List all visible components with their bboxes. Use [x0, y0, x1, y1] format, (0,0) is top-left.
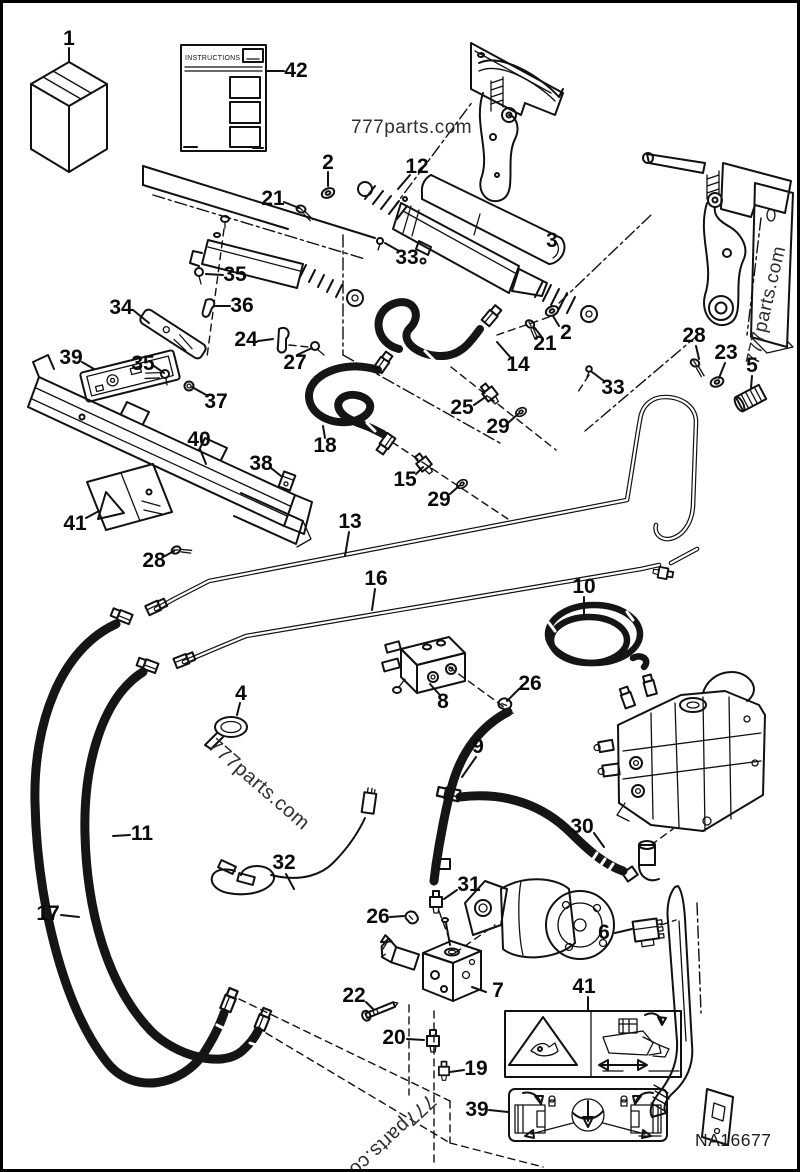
part-label-32: 32 — [272, 851, 296, 874]
decal-41-left — [86, 463, 173, 531]
part-label-20: 20 — [382, 1026, 406, 1049]
shipping-box — [30, 61, 108, 173]
part-label-39: 39 — [465, 1098, 489, 1121]
part-label-19: 19 — [464, 1057, 488, 1080]
part-label-23: 23 — [714, 341, 738, 364]
part-label-41: 41 — [63, 512, 87, 535]
watermark: 777parts.com — [351, 117, 473, 138]
part-label-10: 10 — [572, 575, 596, 598]
hardware-fasteners — [160, 185, 768, 562]
part-label-29: 29 — [427, 488, 451, 511]
part-label-26: 26 — [366, 905, 390, 928]
part-label-33: 33 — [601, 376, 625, 399]
hose-9 — [403, 707, 513, 926]
frame-rail — [142, 165, 376, 239]
part-label-15: 15 — [393, 468, 417, 491]
part-label-31: 31 — [457, 873, 481, 896]
part-label-11: 11 — [130, 822, 154, 845]
hydraulic-cylinder-12 — [357, 181, 598, 323]
hose-14 — [374, 298, 504, 363]
hose-30 — [435, 784, 660, 883]
parts-diagram-canvas: INSTRUCTIONS — [27, 42, 794, 1168]
part-label-38: 38 — [249, 452, 273, 475]
coiled-hose-10 — [544, 601, 650, 671]
part-label-6: 6 — [598, 921, 610, 944]
part-label-4: 4 — [235, 682, 247, 705]
part-label-36: 36 — [230, 294, 254, 317]
decal-34 — [139, 308, 207, 360]
grip-5 — [733, 383, 768, 413]
tube-3 — [420, 174, 566, 265]
hose-11 — [80, 655, 274, 1064]
part-label-30: 30 — [570, 815, 594, 838]
part-label-22: 22 — [342, 984, 366, 1007]
part-label-13: 13 — [338, 510, 362, 533]
hose-17 — [30, 606, 240, 1088]
instructions-title: INSTRUCTIONS — [185, 55, 240, 62]
part-label-17: 17 — [36, 902, 60, 925]
part-label-35: 35 — [131, 352, 155, 375]
part-label-27: 27 — [283, 351, 307, 374]
instructions-sheet: INSTRUCTIONS — [180, 44, 267, 152]
part-label-8: 8 — [437, 690, 449, 713]
part-label-12: 12 — [405, 155, 429, 178]
lift-cylinder-left — [189, 232, 364, 307]
tube-13 — [144, 394, 699, 617]
bolt-22 — [361, 1001, 399, 1022]
decal-41-bottom — [504, 1010, 682, 1078]
control-valve — [593, 671, 766, 832]
leader-lines — [60, 47, 753, 1113]
part-label-37: 37 — [204, 390, 228, 413]
decal-39-bottom — [508, 1088, 668, 1142]
part-label-9: 9 — [472, 735, 484, 758]
part-label-14: 14 — [506, 353, 530, 376]
clamp-4 — [204, 716, 248, 750]
latch-bracket-left — [470, 42, 564, 203]
part-label-21: 21 — [533, 332, 557, 355]
part-label-16: 16 — [364, 567, 388, 590]
part-label-33: 33 — [395, 246, 419, 269]
decal-39-top — [79, 349, 181, 403]
clip-38 — [277, 470, 297, 492]
part-label-25: 25 — [450, 396, 474, 419]
elbow-fitting — [621, 840, 660, 883]
valve-8 — [381, 636, 466, 694]
part-label-41: 41 — [572, 975, 596, 998]
support-channel-40 — [27, 354, 313, 548]
part-label-1: 1 — [63, 27, 75, 50]
part-label-24: 24 — [234, 328, 258, 351]
part-label-35: 35 — [223, 263, 247, 286]
part-label-18: 18 — [313, 434, 337, 457]
harness-32 — [210, 787, 378, 896]
latch-bracket-right — [642, 152, 794, 354]
part-label-34: 34 — [109, 296, 133, 319]
part-label-40: 40 — [187, 428, 211, 451]
part-label-2: 2 — [560, 321, 572, 344]
construction-lines — [152, 100, 762, 1168]
part-label-2: 2 — [322, 151, 334, 174]
part-label-28: 28 — [682, 324, 706, 347]
valve-7 — [379, 917, 482, 1002]
part-label-29: 29 — [486, 415, 510, 438]
tube-16 — [172, 546, 700, 670]
part-label-21: 21 — [261, 187, 285, 210]
connector-6 — [631, 917, 665, 948]
part-label-28: 28 — [142, 549, 166, 572]
hose-18 — [305, 350, 397, 456]
part-label-5: 5 — [746, 354, 758, 377]
part-label-3: 3 — [546, 229, 558, 252]
hydraulic-pump — [464, 878, 615, 960]
part-label-7: 7 — [492, 979, 504, 1002]
part-label-26: 26 — [518, 672, 542, 695]
drawing-number: NA16677 — [695, 1130, 772, 1150]
part-label-39: 39 — [59, 346, 83, 369]
part-label-42: 42 — [284, 59, 308, 82]
